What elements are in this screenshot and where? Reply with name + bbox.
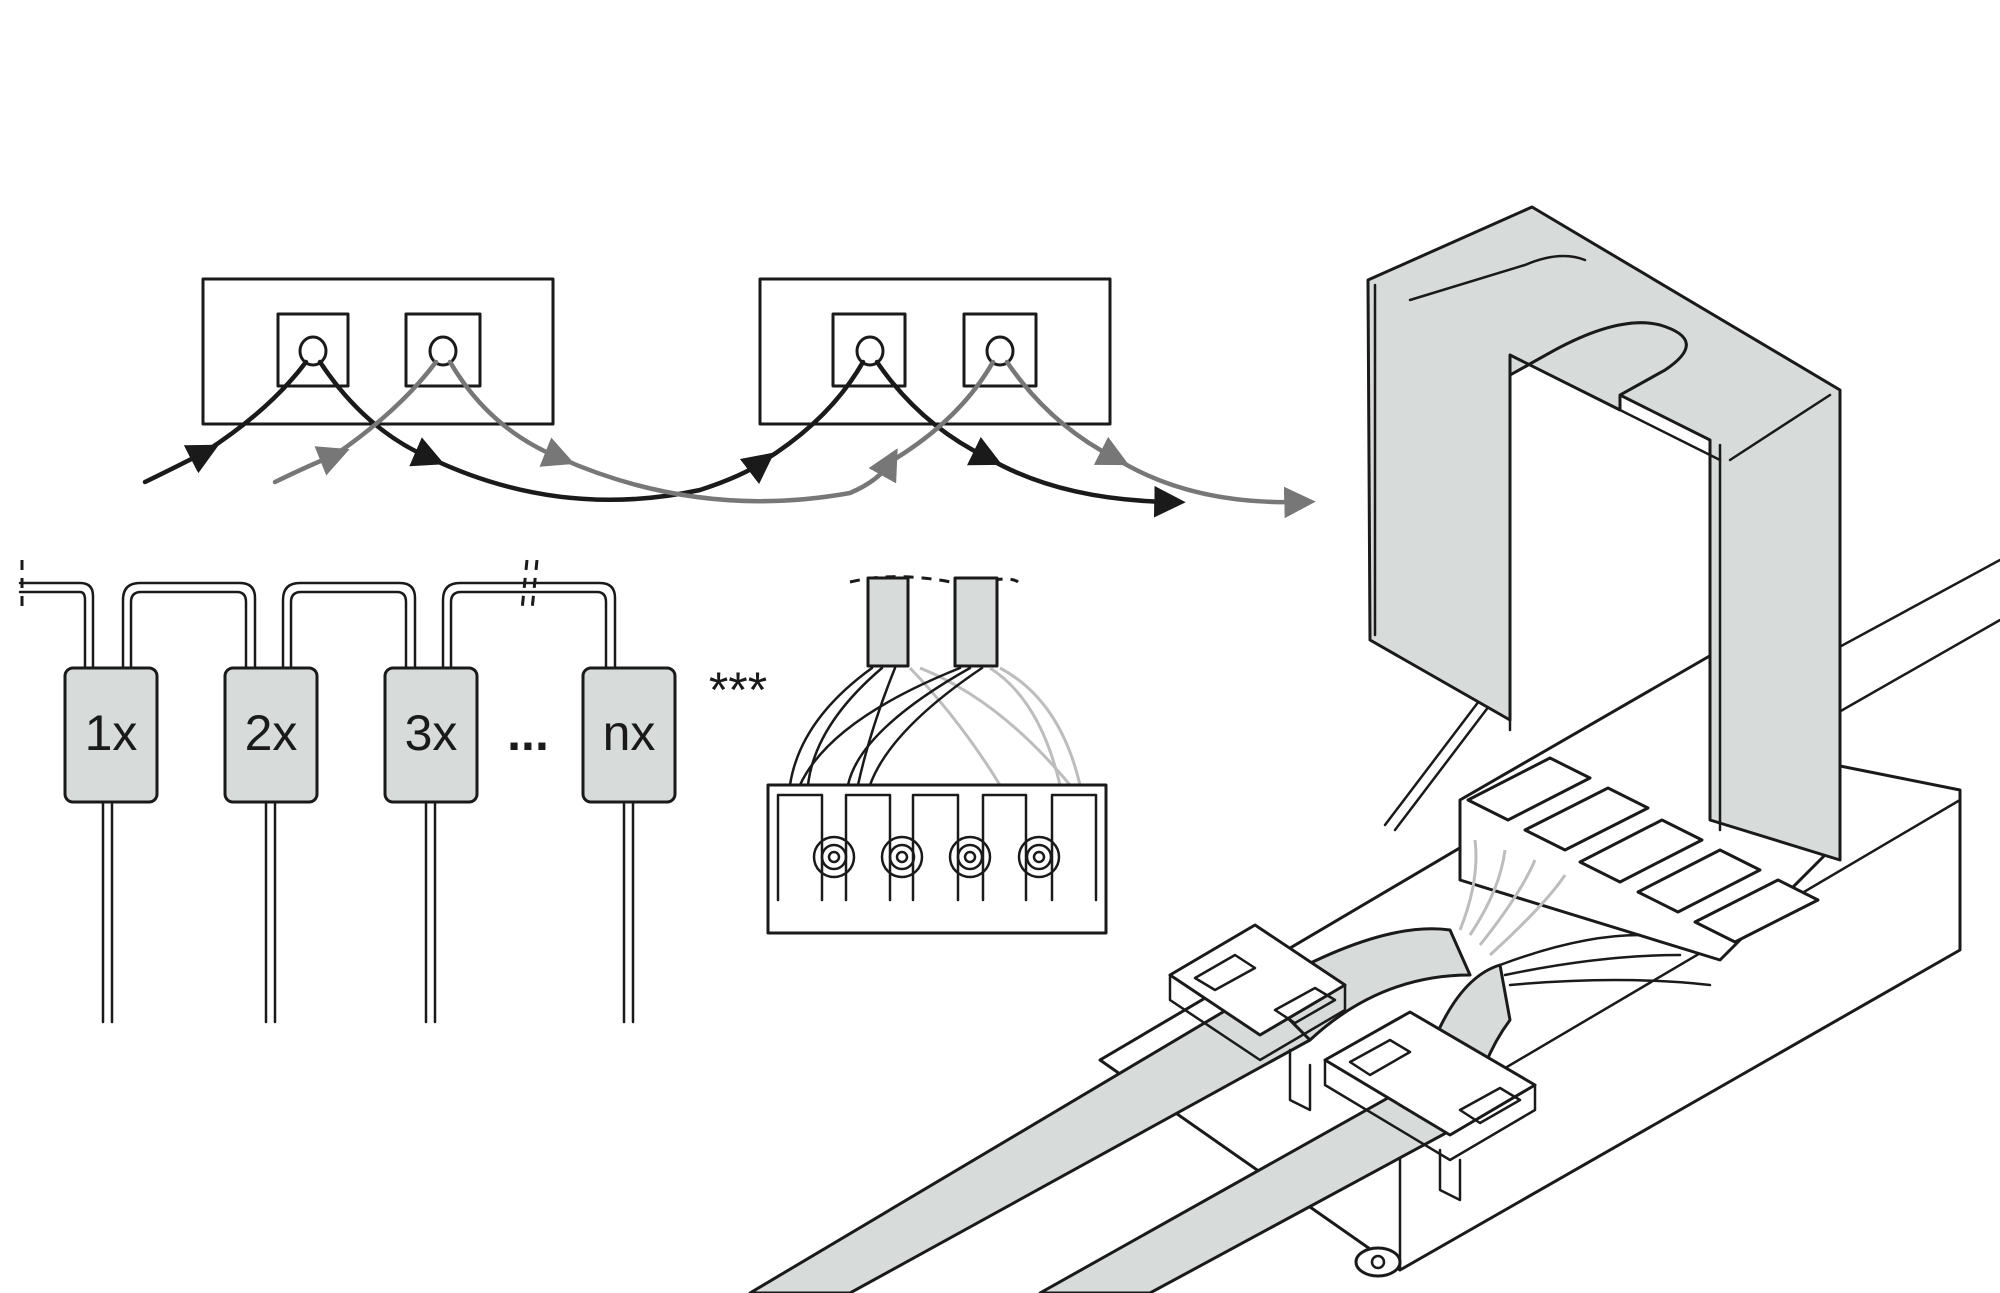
socket-1b [404,312,482,388]
device-2: 2x [223,666,319,1024]
flow-line-black [142,359,1186,518]
incoming-cable-1 [866,576,910,668]
device-3-label: 3x [405,705,458,761]
box-conductors [1458,839,1712,987]
socket-flow-diagram [142,277,1316,519]
strain-relief-clamp-1 [1168,923,1347,1112]
device-3: 3x [383,666,479,1024]
conductors [788,666,1082,787]
socket-contact-1a [298,335,328,367]
terminal-screw-2 [880,835,924,879]
daisy-chain-cable [18,559,617,670]
socket-contact-1b [428,335,458,367]
push-in-levers [1466,756,1820,944]
terminal-block-diagram [766,575,1108,935]
incoming-cable-2 [953,576,999,668]
hinged-cover [1366,205,1842,862]
cable-notch [1508,321,1688,412]
socket-2a [831,312,907,388]
flow-line-gray [272,359,1316,519]
device-1-label: 1x [85,705,138,761]
socket-1a [276,312,350,388]
socket-contact-2b [985,335,1015,367]
daisy-chain-diagram: 1x 2x 3x ... nx *** [18,559,767,1024]
terminal-housing [766,783,1108,935]
device-n-label: nx [603,705,656,761]
socket-plate-1 [201,277,555,426]
note-marker: *** [709,662,767,718]
strain-relief-clamp-2 [1323,1010,1537,1202]
terminals [776,793,1098,902]
socket-plate-2 [758,277,1112,426]
terminal-screw-3 [948,835,992,879]
socket-contact-2a [855,335,885,367]
socket-2b [962,312,1038,388]
device-ellipsis: ... [507,705,549,761]
terminal-screw-4 [1017,835,1061,879]
device-n: nx [581,666,677,1024]
device-2-label: 2x [245,705,298,761]
terminal-screw-1 [812,835,856,879]
junction-box-isometric [748,205,2000,1293]
mounting-tab [1354,1246,1402,1278]
device-1: 1x [63,666,159,1024]
